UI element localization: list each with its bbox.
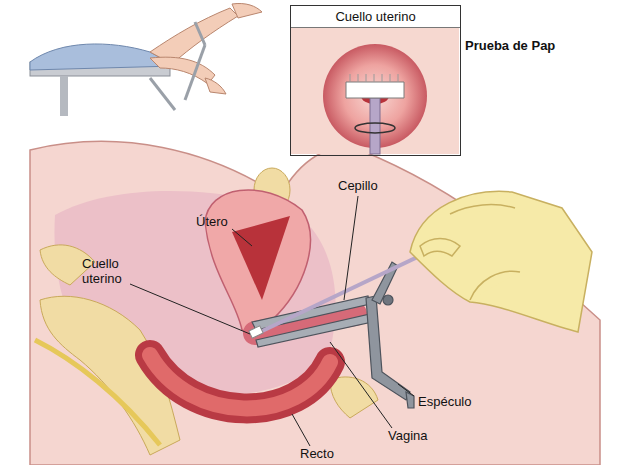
part-label: Vagina <box>388 428 428 443</box>
inset-heading: Cuello uterino <box>291 6 460 28</box>
inset-brush-head <box>346 82 404 98</box>
inset-bristles <box>350 74 398 82</box>
pelvic-bones <box>40 168 378 455</box>
part-label: Útero <box>196 214 228 229</box>
rectum <box>150 355 330 408</box>
part-label: Cuello uterino <box>82 256 144 286</box>
rectum-lumen <box>150 355 330 408</box>
part-label: Recto <box>300 446 334 461</box>
gloved-hand <box>410 191 592 332</box>
body-section <box>30 141 600 465</box>
part-label: Cepillo <box>338 178 378 193</box>
speculum <box>252 262 414 408</box>
patient-figure <box>30 3 262 116</box>
leader-lines <box>130 196 414 446</box>
figure-title: Prueba de Pap <box>465 38 555 53</box>
inset-frame: Cuello uterino <box>290 5 461 156</box>
part-label: Espéculo <box>418 394 471 409</box>
inset-brush-handle <box>370 98 380 154</box>
rotation-mark <box>355 123 395 133</box>
uterine-cavity <box>232 216 290 300</box>
brush-head <box>249 326 263 338</box>
inset-ground <box>291 28 459 154</box>
cervix-view <box>323 44 427 148</box>
brush <box>258 252 428 333</box>
